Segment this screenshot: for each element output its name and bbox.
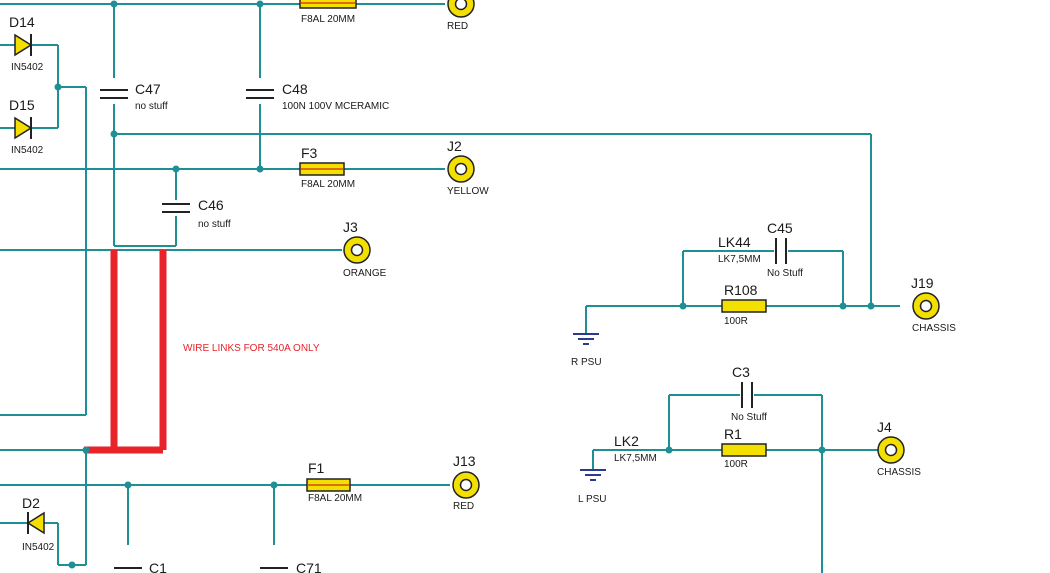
- fuse-ref: F1: [308, 460, 325, 476]
- capacitor-value: No Stuff: [731, 412, 767, 423]
- jack-ref: J19: [911, 275, 934, 291]
- fuse-value: F8AL 20MM: [301, 14, 355, 25]
- fuse-top: F8AL 20MM: [299, 0, 357, 25]
- resistor-r108: R108 100R: [721, 282, 767, 327]
- capacitor-value: 100N 100V MCERAMIC: [282, 101, 389, 112]
- capacitor-value: no stuff: [198, 219, 231, 230]
- jack-label: RED: [447, 21, 468, 32]
- jack-label: RED: [453, 501, 474, 512]
- diode-ref: D2: [22, 495, 40, 511]
- jack-ref: J3: [343, 219, 358, 235]
- jack-j4: J4 CHASSIS: [877, 419, 921, 478]
- jack-label: CHASSIS: [912, 323, 956, 334]
- capacitor-ref: C1: [149, 560, 167, 573]
- capacitor-value: No Stuff: [767, 268, 803, 279]
- diode-d15: D15 IN5402: [9, 97, 44, 156]
- resistor-value: 100R: [724, 316, 748, 327]
- wire-link-bars: [84, 250, 167, 454]
- link-ref: LK44: [718, 234, 751, 250]
- jack-ref: J4: [877, 419, 892, 435]
- capacitor-c71: C71: [260, 560, 322, 573]
- wires: [0, 3, 900, 573]
- diode-value: IN5402: [11, 62, 44, 73]
- jack-ref: J13: [453, 453, 476, 469]
- capacitor-ref: C45: [767, 220, 793, 236]
- jack-ref: J2: [447, 138, 462, 154]
- diode-ref: D14: [9, 14, 35, 30]
- capacitor-c46: C46 no stuff: [162, 197, 231, 230]
- fuse-value: F8AL 20MM: [301, 179, 355, 190]
- resistor-value: 100R: [724, 459, 748, 470]
- diode-value: IN5402: [11, 145, 44, 156]
- capacitor-ref: C46: [198, 197, 224, 213]
- ground-label: L PSU: [578, 494, 607, 505]
- resistor-ref: R1: [724, 426, 742, 442]
- link-value: LK7,5MM: [718, 254, 761, 265]
- resistor-ref: R108: [724, 282, 758, 298]
- jack-top-red: RED: [447, 0, 475, 32]
- fuse-f3: F3 F8AL 20MM: [299, 145, 355, 190]
- capacitor-c45: C45 No Stuff: [767, 220, 803, 279]
- ground-l-psu: L PSU: [578, 469, 607, 505]
- fuse-ref: F3: [301, 145, 318, 161]
- jack-j19: J19 CHASSIS: [911, 275, 956, 334]
- wire-link-note: WIRE LINKS FOR 540A ONLY: [183, 343, 320, 354]
- jack-j3: J3 ORANGE: [343, 219, 387, 279]
- junction-dots: [54, 0, 875, 569]
- fuse-f1: F1 F8AL 20MM: [306, 460, 362, 504]
- capacitor-c1: C1: [114, 560, 167, 573]
- diode-d2: D2 IN5402: [22, 495, 55, 553]
- ground-label: R PSU: [571, 357, 602, 368]
- link-lk2: LK2 LK7,5MM: [614, 433, 657, 464]
- jack-label: ORANGE: [343, 268, 387, 279]
- ground-r-psu: R PSU: [571, 333, 602, 368]
- capacitor-ref: C3: [732, 364, 750, 380]
- link-value: LK7,5MM: [614, 453, 657, 464]
- diode-ref: D15: [9, 97, 35, 113]
- resistor-r1: R1 100R: [721, 426, 767, 470]
- jack-label: CHASSIS: [877, 467, 921, 478]
- capacitor-ref: C71: [296, 560, 322, 573]
- diode-d14: D14 IN5402: [9, 14, 44, 73]
- capacitor-c48: C48 100N 100V MCERAMIC: [246, 81, 389, 112]
- capacitor-ref: C47: [135, 81, 161, 97]
- link-lk44: LK44 LK7,5MM: [718, 234, 761, 265]
- jack-j13: J13 RED: [452, 453, 480, 512]
- link-ref: LK2: [614, 433, 639, 449]
- diode-value: IN5402: [22, 542, 55, 553]
- capacitor-ref: C48: [282, 81, 308, 97]
- capacitor-c3: C3 No Stuff: [731, 364, 767, 423]
- fuse-value: F8AL 20MM: [308, 493, 362, 504]
- capacitor-c47: C47 no stuff: [100, 81, 168, 112]
- capacitor-value: no stuff: [135, 101, 168, 112]
- jack-j2: J2 YELLOW: [447, 138, 489, 197]
- jack-label: YELLOW: [447, 186, 489, 197]
